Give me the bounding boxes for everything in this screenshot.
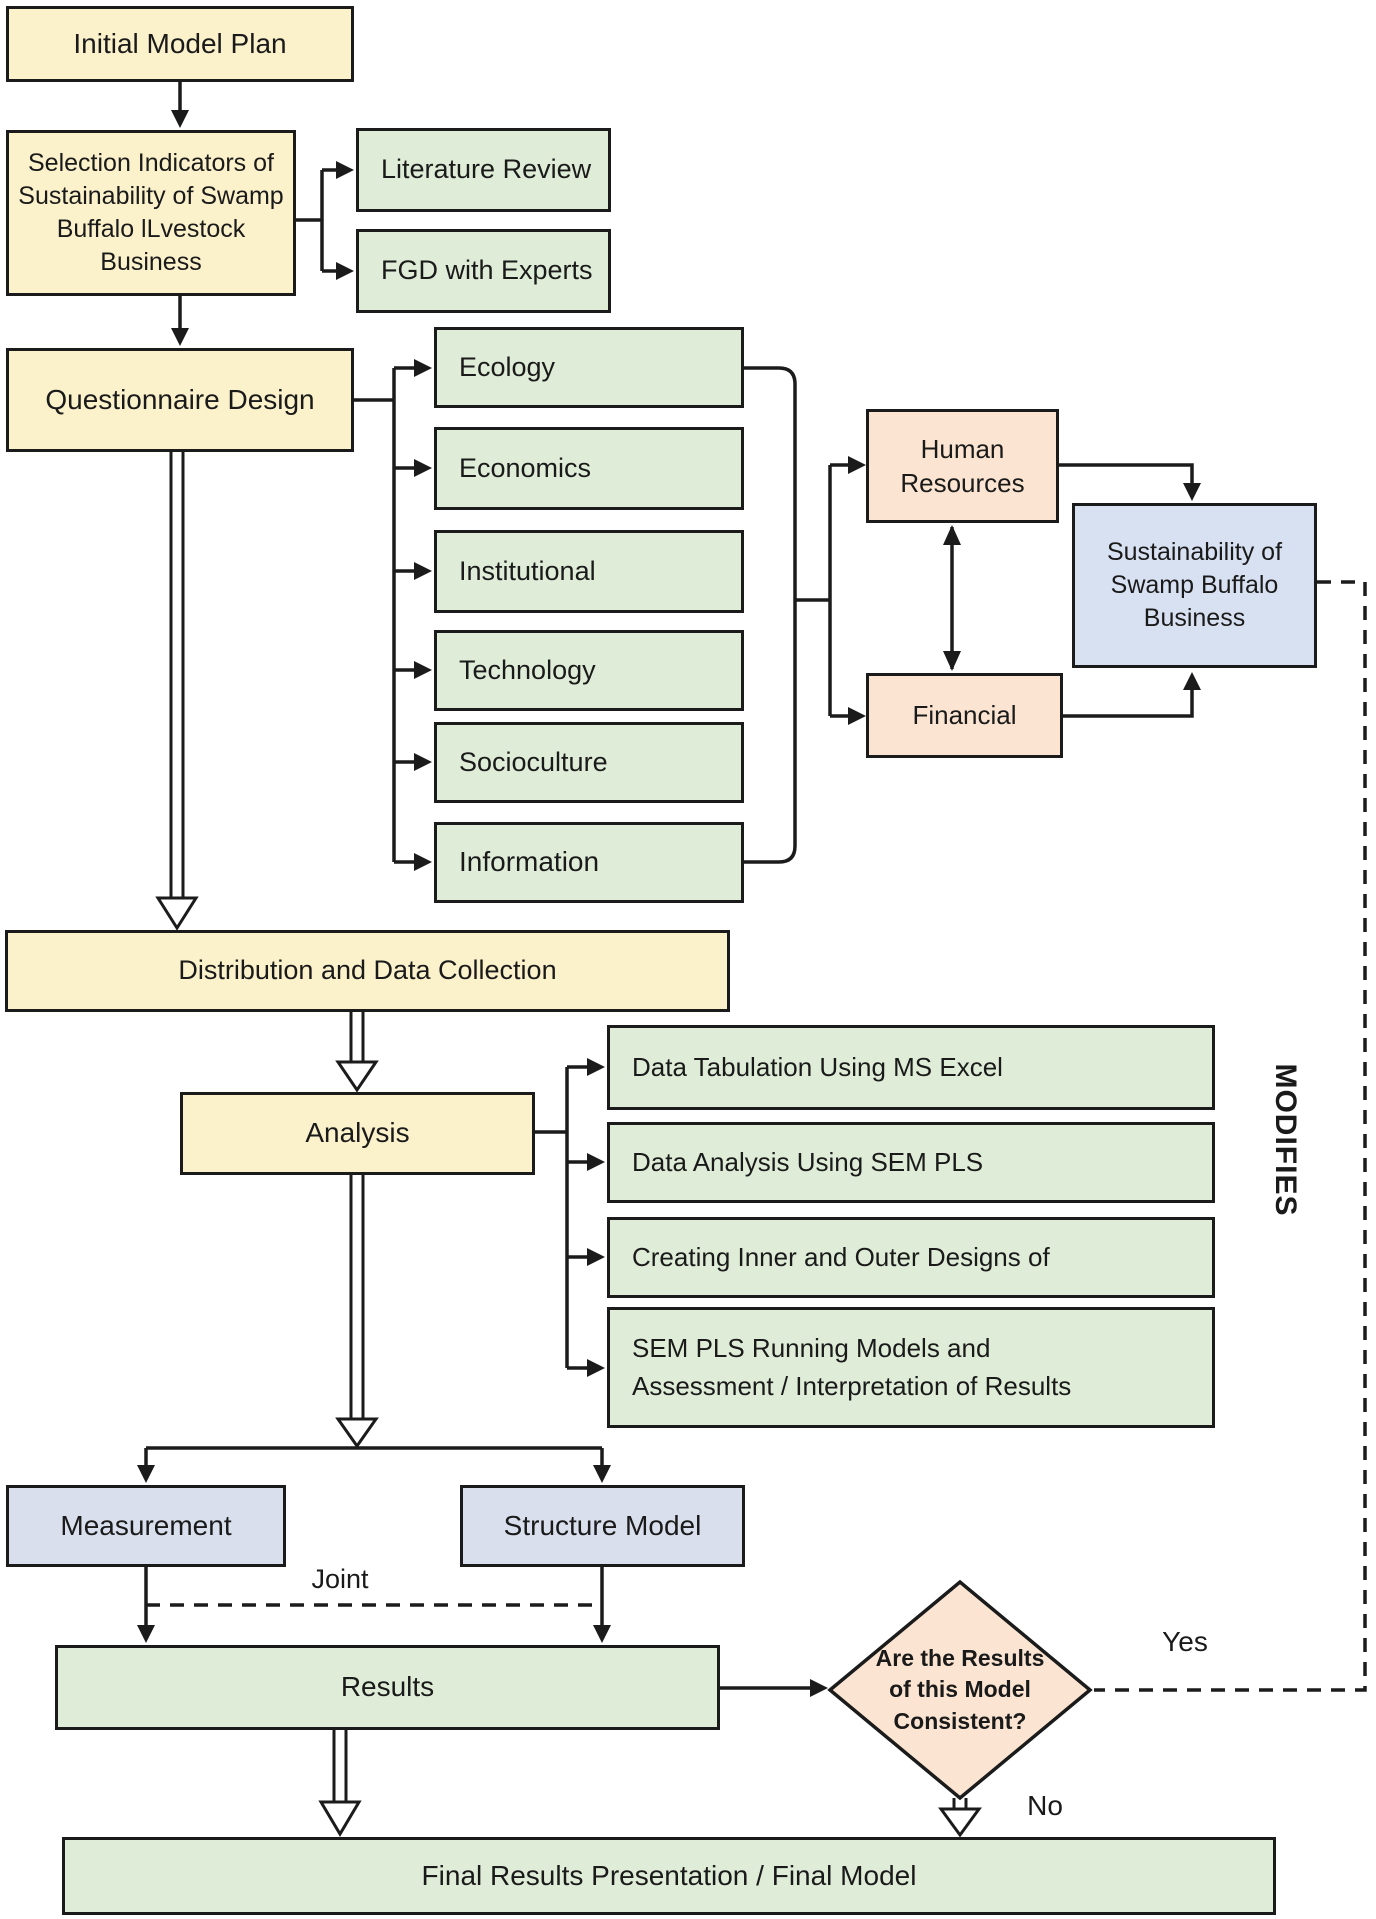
node-financial: Financial — [866, 673, 1063, 758]
modifies-label: MODIFIES — [1269, 1063, 1302, 1217]
decision-label: Are the Results of this Model Consistent… — [875, 1645, 1045, 1734]
node-task-inner-outer: Creating Inner and Outer Designs of — [607, 1217, 1215, 1298]
node-task-running-models: SEM PLS Running Models and Assessment / … — [607, 1307, 1215, 1428]
node-questionnaire-design: Questionnaire Design — [6, 348, 354, 452]
dashed-connectors — [146, 580, 1367, 1692]
hollow-analysis-to-split — [349, 1175, 365, 1419]
node-category-socioculture: Socioculture — [434, 722, 744, 803]
node-literature-review: Literature Review — [356, 128, 611, 212]
node-results: Results — [55, 1645, 720, 1730]
node-sustainability: Sustainability of Swamp Buffalo Business — [1072, 503, 1317, 668]
hollow-arrows — [155, 452, 982, 1838]
node-category-ecology: Ecology — [434, 327, 744, 408]
node-initial-model-plan: Initial Model Plan — [6, 6, 354, 82]
solid-connectors — [144, 82, 1194, 1690]
bracket-categories — [744, 366, 797, 864]
arrowheads — [137, 110, 1201, 1697]
node-measurement: Measurement — [6, 1485, 286, 1567]
hollow-results-to-final — [332, 1730, 348, 1802]
decision-diamond — [827, 1579, 1093, 1801]
node-human-resources: Human Resources — [866, 409, 1059, 523]
node-task-sem-pls: Data Analysis Using SEM PLS — [607, 1122, 1215, 1203]
branch-selection-to-methods — [296, 168, 338, 273]
node-category-technology: Technology — [434, 630, 744, 711]
node-selection-indicators: Selection Indicators of Sustainability o… — [6, 130, 296, 296]
hollow-questionnaire-to-distribution — [169, 452, 185, 898]
node-category-institutional: Institutional — [434, 530, 744, 613]
split-to-models — [144, 1446, 604, 1467]
node-fgd-experts: FGD with Experts — [356, 229, 611, 313]
hollow-distribution-to-analysis — [349, 1012, 365, 1062]
branch-questionnaire-to-categories — [354, 366, 416, 864]
arrow-hr-to-sustainability — [1059, 463, 1194, 485]
node-category-economics: Economics — [434, 427, 744, 510]
node-structure-model: Structure Model — [460, 1485, 745, 1567]
node-distribution-data-collection: Distribution and Data Collection — [5, 930, 730, 1012]
branch-to-latent-vars — [795, 463, 850, 718]
node-analysis: Analysis — [180, 1092, 535, 1175]
arrow-financial-to-sustainability — [1063, 688, 1194, 718]
yes-label: Yes — [1162, 1626, 1208, 1657]
no-label: No — [1027, 1790, 1063, 1821]
joint-label: Joint — [311, 1563, 369, 1594]
dashed-modifies-loop — [1094, 580, 1367, 1692]
node-final-results: Final Results Presentation / Final Model — [62, 1837, 1276, 1915]
node-category-information: Information — [434, 822, 744, 903]
hollow-decision-no — [952, 1798, 968, 1809]
node-task-tabulation: Data Tabulation Using MS Excel — [607, 1025, 1215, 1110]
branch-analysis-to-tasks — [535, 1065, 589, 1370]
